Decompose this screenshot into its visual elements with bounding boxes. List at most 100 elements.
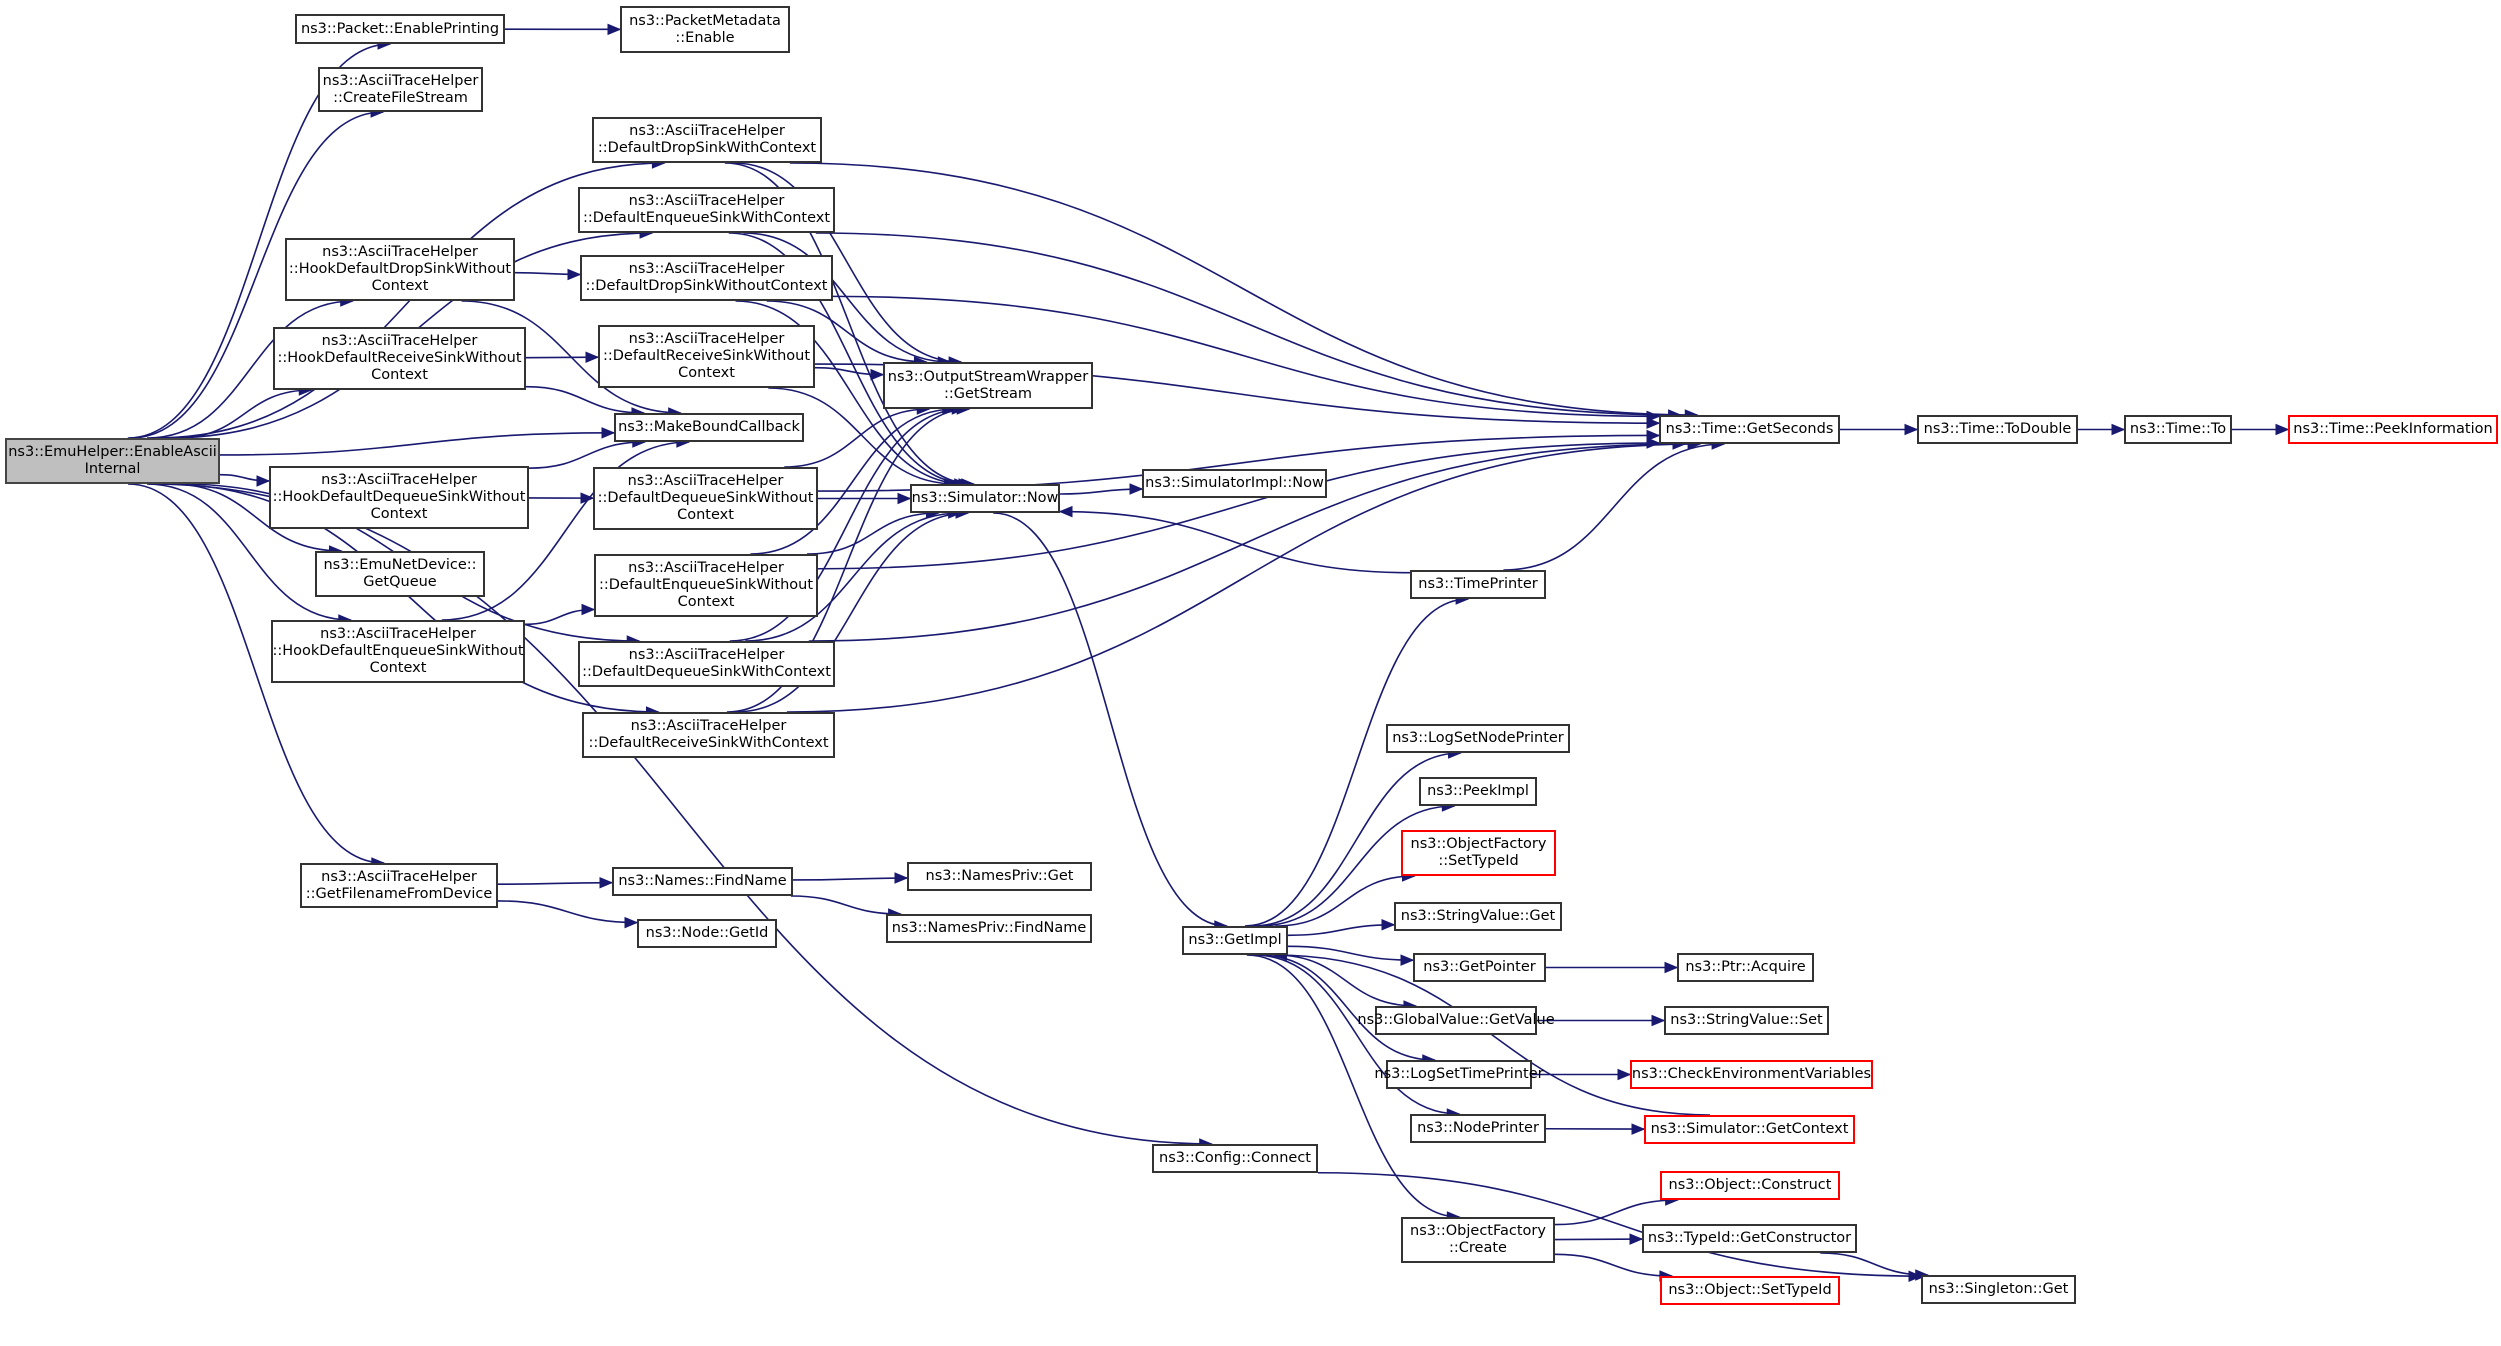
arrowhead-icon <box>599 876 614 889</box>
node-label: ns3::ObjectFactory ::Create <box>1410 1223 1546 1256</box>
edge-hook_recv-to-mkcb <box>525 385 644 414</box>
node-label: ns3::PacketMetadata ::Enable <box>629 12 781 46</box>
graph-node-mkcb[interactable]: ns3::MakeBoundCallback <box>614 413 804 442</box>
graph-node-root[interactable]: ns3::EmuHelper::EnableAscii Internal <box>5 438 220 484</box>
arrowhead-icon <box>1664 961 1679 974</box>
node-label: ns3::NamesPriv::FindName <box>891 920 1087 936</box>
graph-node-sim-now[interactable]: ns3::Simulator::Now <box>910 484 1060 513</box>
graph-node-todouble[interactable]: ns3::Time::ToDouble <box>1917 415 2078 444</box>
graph-node-peekimpl[interactable]: ns3::PeekImpl <box>1419 777 1537 806</box>
graph-node-pm-enable[interactable]: ns3::PacketMetadata ::Enable <box>620 6 790 53</box>
graph-node-emu-getq[interactable]: ns3::EmuNetDevice:: GetQueue <box>315 551 485 597</box>
edge-root-to-hook_enq <box>146 483 351 621</box>
node-label: ns3::LogSetNodePrinter <box>1392 730 1564 746</box>
graph-node-obj-construct[interactable]: ns3::Object::Construct <box>1660 1171 1840 1200</box>
edge-sim_now-to-getimpl <box>993 512 1227 927</box>
edge-deq_wc-to-sim_now <box>745 512 961 642</box>
graph-node-simimpl-now[interactable]: ns3::SimulatorImpl::Now <box>1142 469 1327 498</box>
graph-node-cfg-connect[interactable]: ns3::Config::Connect <box>1152 1144 1318 1173</box>
graph-node-getstream[interactable]: ns3::OutputStreamWrapper ::GetStream <box>883 362 1093 409</box>
graph-node-getimpl[interactable]: ns3::GetImpl <box>1182 926 1288 955</box>
node-label: ns3::NodePrinter <box>1417 1120 1539 1136</box>
edge-of_create-to-obj_settype <box>1554 1253 1672 1277</box>
graph-node-np-find[interactable]: ns3::NamesPriv::FindName <box>886 914 1092 943</box>
graph-node-sim-getctx[interactable]: ns3::Simulator::GetContext <box>1644 1115 1855 1144</box>
edge-enq_wc-to-sim_now <box>728 232 972 485</box>
graph-node-of-settype[interactable]: ns3::ObjectFactory ::SetTypeId <box>1401 830 1556 876</box>
node-label: ns3::TimePrinter <box>1418 576 1538 592</box>
edge-enq_wc-to-getstream <box>743 232 951 363</box>
graph-node-create-fs[interactable]: ns3::AsciiTraceHelper ::CreateFileStream <box>318 67 483 112</box>
arrowhead-icon <box>1381 919 1396 931</box>
arrowhead-icon <box>897 492 912 505</box>
edge-sim_getctx-to-getimpl <box>1274 954 1711 1116</box>
graph-node-timeprinter[interactable]: ns3::TimePrinter <box>1410 570 1546 599</box>
arrowhead-icon <box>607 23 622 36</box>
arrowhead-icon <box>894 872 909 884</box>
graph-node-getsec[interactable]: ns3::Time::GetSeconds <box>1659 415 1840 444</box>
arrowhead-icon <box>1129 483 1144 495</box>
node-label: ns3::OutputStreamWrapper ::GetStream <box>887 368 1089 402</box>
node-label: ns3::AsciiTraceHelper ::HookDefaultRecei… <box>277 333 522 383</box>
graph-node-deq-woc[interactable]: ns3::AsciiTraceHelper ::DefaultDequeueSi… <box>593 467 818 530</box>
graph-node-logsetnode[interactable]: ns3::LogSetNodePrinter <box>1386 724 1570 753</box>
edge-recv_wc-to-getsec <box>786 443 1701 713</box>
edge-getimpl-to-gv_getval <box>1275 954 1416 1007</box>
graph-node-findname[interactable]: ns3::Names::FindName <box>612 867 793 896</box>
graph-node-node-getid[interactable]: ns3::Node::GetId <box>637 919 777 948</box>
graph-node-peekinfo[interactable]: ns3::Time::PeekInformation <box>2288 415 2498 444</box>
graph-node-recv-wc[interactable]: ns3::AsciiTraceHelper ::DefaultReceiveSi… <box>582 712 835 758</box>
edge-root-to-recv_wc <box>162 483 659 713</box>
graph-node-pkt-enable[interactable]: ns3::Packet::EnablePrinting <box>295 14 505 44</box>
node-label: ns3::PeekImpl <box>1427 783 1529 799</box>
edge-getimpl-to-of_settype <box>1275 875 1415 927</box>
graph-node-drop-wc[interactable]: ns3::AsciiTraceHelper ::DefaultDropSinkW… <box>592 117 822 163</box>
edge-deq_woc-to-getstream <box>784 408 930 468</box>
graph-node-sv-set[interactable]: ns3::StringValue::Set <box>1664 1006 1829 1035</box>
edge-root-to-hook_recv <box>176 389 312 439</box>
node-label: ns3::Packet::EnablePrinting <box>300 20 500 37</box>
edge-getimpl-to-of_create <box>1246 954 1460 1218</box>
graph-node-sv-get[interactable]: ns3::StringValue::Get <box>1394 902 1562 931</box>
node-label: ns3::AsciiTraceHelper ::DefaultEnqueueSi… <box>598 560 814 610</box>
node-label: ns3::AsciiTraceHelper ::DefaultDropSinkW… <box>597 123 817 156</box>
node-label: ns3::Simulator::Now <box>911 490 1059 506</box>
edge-root-to-hook_drop <box>147 300 353 439</box>
graph-node-enq-woc[interactable]: ns3::AsciiTraceHelper ::DefaultEnqueueSi… <box>594 554 818 617</box>
graph-node-enq-wc[interactable]: ns3::AsciiTraceHelper ::DefaultEnqueueSi… <box>578 187 835 233</box>
graph-node-obj-settype[interactable]: ns3::Object::SetTypeId <box>1660 1276 1840 1305</box>
graph-node-deq-wc[interactable]: ns3::AsciiTraceHelper ::DefaultDequeueSi… <box>578 641 835 687</box>
node-label: ns3::ObjectFactory ::SetTypeId <box>1410 836 1547 869</box>
node-label: ns3::GlobalValue::GetValue <box>1357 1012 1555 1028</box>
arrowhead-icon <box>1904 423 1919 436</box>
graph-node-singleton-get[interactable]: ns3::Singleton::Get <box>1921 1275 2076 1304</box>
edge-enq_woc-to-getsec <box>817 442 1660 570</box>
edge-drop_woc-to-sim_now <box>735 300 967 485</box>
edge-enq_woc-to-getstream <box>750 408 955 555</box>
graph-node-logsettime[interactable]: ns3::LogSetTimePrinter <box>1374 1060 1544 1089</box>
graph-node-getfname[interactable]: ns3::AsciiTraceHelper ::GetFilenameFromD… <box>300 863 498 908</box>
graph-node-checkenv[interactable]: ns3::CheckEnvironmentVariables <box>1630 1060 1873 1089</box>
graph-node-nodeprinter[interactable]: ns3::NodePrinter <box>1410 1114 1546 1143</box>
node-label: ns3::AsciiTraceHelper ::DefaultReceiveSi… <box>588 718 829 751</box>
graph-node-hook-drop[interactable]: ns3::AsciiTraceHelper ::HookDefaultDropS… <box>285 238 515 301</box>
graph-node-gv-getval[interactable]: ns3::GlobalValue::GetValue <box>1357 1006 1555 1035</box>
graph-node-drop-woc[interactable]: ns3::AsciiTraceHelper ::DefaultDropSinkW… <box>580 255 833 301</box>
graph-node-of-create[interactable]: ns3::ObjectFactory ::Create <box>1401 1217 1555 1263</box>
graph-node-ptr-acq[interactable]: ns3::Ptr::Acquire <box>1677 953 1814 982</box>
edge-drop_wc-to-sim_now <box>724 162 974 485</box>
node-label: ns3::TypeId::GetConstructor <box>1647 1230 1852 1246</box>
graph-node-getpointer[interactable]: ns3::GetPointer <box>1413 953 1546 982</box>
graph-node-np-get[interactable]: ns3::NamesPriv::Get <box>907 862 1092 891</box>
graph-node-hook-enq[interactable]: ns3::AsciiTraceHelper ::HookDefaultEnque… <box>271 620 525 683</box>
node-label: ns3::Time::PeekInformation <box>2293 421 2493 437</box>
graph-node-hook-recv[interactable]: ns3::AsciiTraceHelper ::HookDefaultRecei… <box>273 327 526 390</box>
node-label: ns3::Node::GetId <box>645 925 769 941</box>
graph-node-recv-woc[interactable]: ns3::AsciiTraceHelper ::DefaultReceiveSi… <box>598 325 815 388</box>
arrowhead-icon <box>1629 1233 1644 1245</box>
graph-node-tid-getctor[interactable]: ns3::TypeId::GetConstructor <box>1642 1224 1857 1253</box>
graph-node-timeto[interactable]: ns3::Time::To <box>2124 415 2232 444</box>
graph-node-hook-deq[interactable]: ns3::AsciiTraceHelper ::HookDefaultDeque… <box>269 466 529 529</box>
arrowhead-icon <box>1646 437 1661 449</box>
